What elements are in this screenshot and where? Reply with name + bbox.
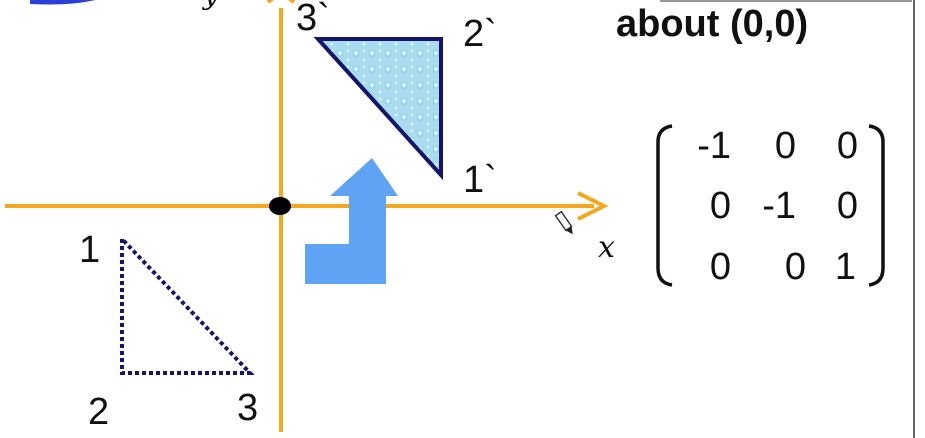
- x-axis-arrowhead: [577, 191, 609, 221]
- matrix-left-bracket: [656, 124, 673, 287]
- matrix-cell-1-2: 0: [837, 185, 858, 227]
- matrix-cell-2-2: 1: [835, 246, 856, 288]
- x-axis-label: x: [598, 230, 615, 265]
- rotated-vertex-label-2: 2`: [463, 13, 497, 55]
- origin-point: [269, 197, 291, 215]
- corner-decoration: [30, 0, 95, 5]
- rotated-vertex-label-1: 1`: [463, 159, 497, 201]
- matrix-cell-1-0: 0: [710, 185, 731, 227]
- original-vertex-label-3: 3: [237, 387, 258, 429]
- matrix-cell-0-2: 0: [837, 125, 858, 167]
- original-vertex-label-2: 2: [88, 391, 109, 433]
- matrix-cell-1-1: -1: [762, 185, 796, 227]
- rotated-vertex-label-3: 3`: [296, 0, 330, 39]
- matrix-cell-2-0: 0: [710, 246, 731, 288]
- pencil-cursor-icon: [554, 210, 573, 235]
- rotated-triangle: [313, 37, 443, 181]
- matrix-cell-0-1: 0: [775, 125, 796, 167]
- matrix-right-bracket: [868, 124, 885, 287]
- original-vertex-label-1: 1: [79, 229, 100, 271]
- original-triangle: [120, 234, 255, 375]
- rotation-arrow-icon: [305, 158, 398, 284]
- matrix-cell-0-0: -1: [697, 125, 731, 167]
- title-text: about (0,0): [616, 3, 808, 45]
- matrix-cell-2-1: 0: [785, 246, 806, 288]
- y-axis-arrowhead: [266, 0, 296, 4]
- y-axis-label: y: [201, 0, 220, 11]
